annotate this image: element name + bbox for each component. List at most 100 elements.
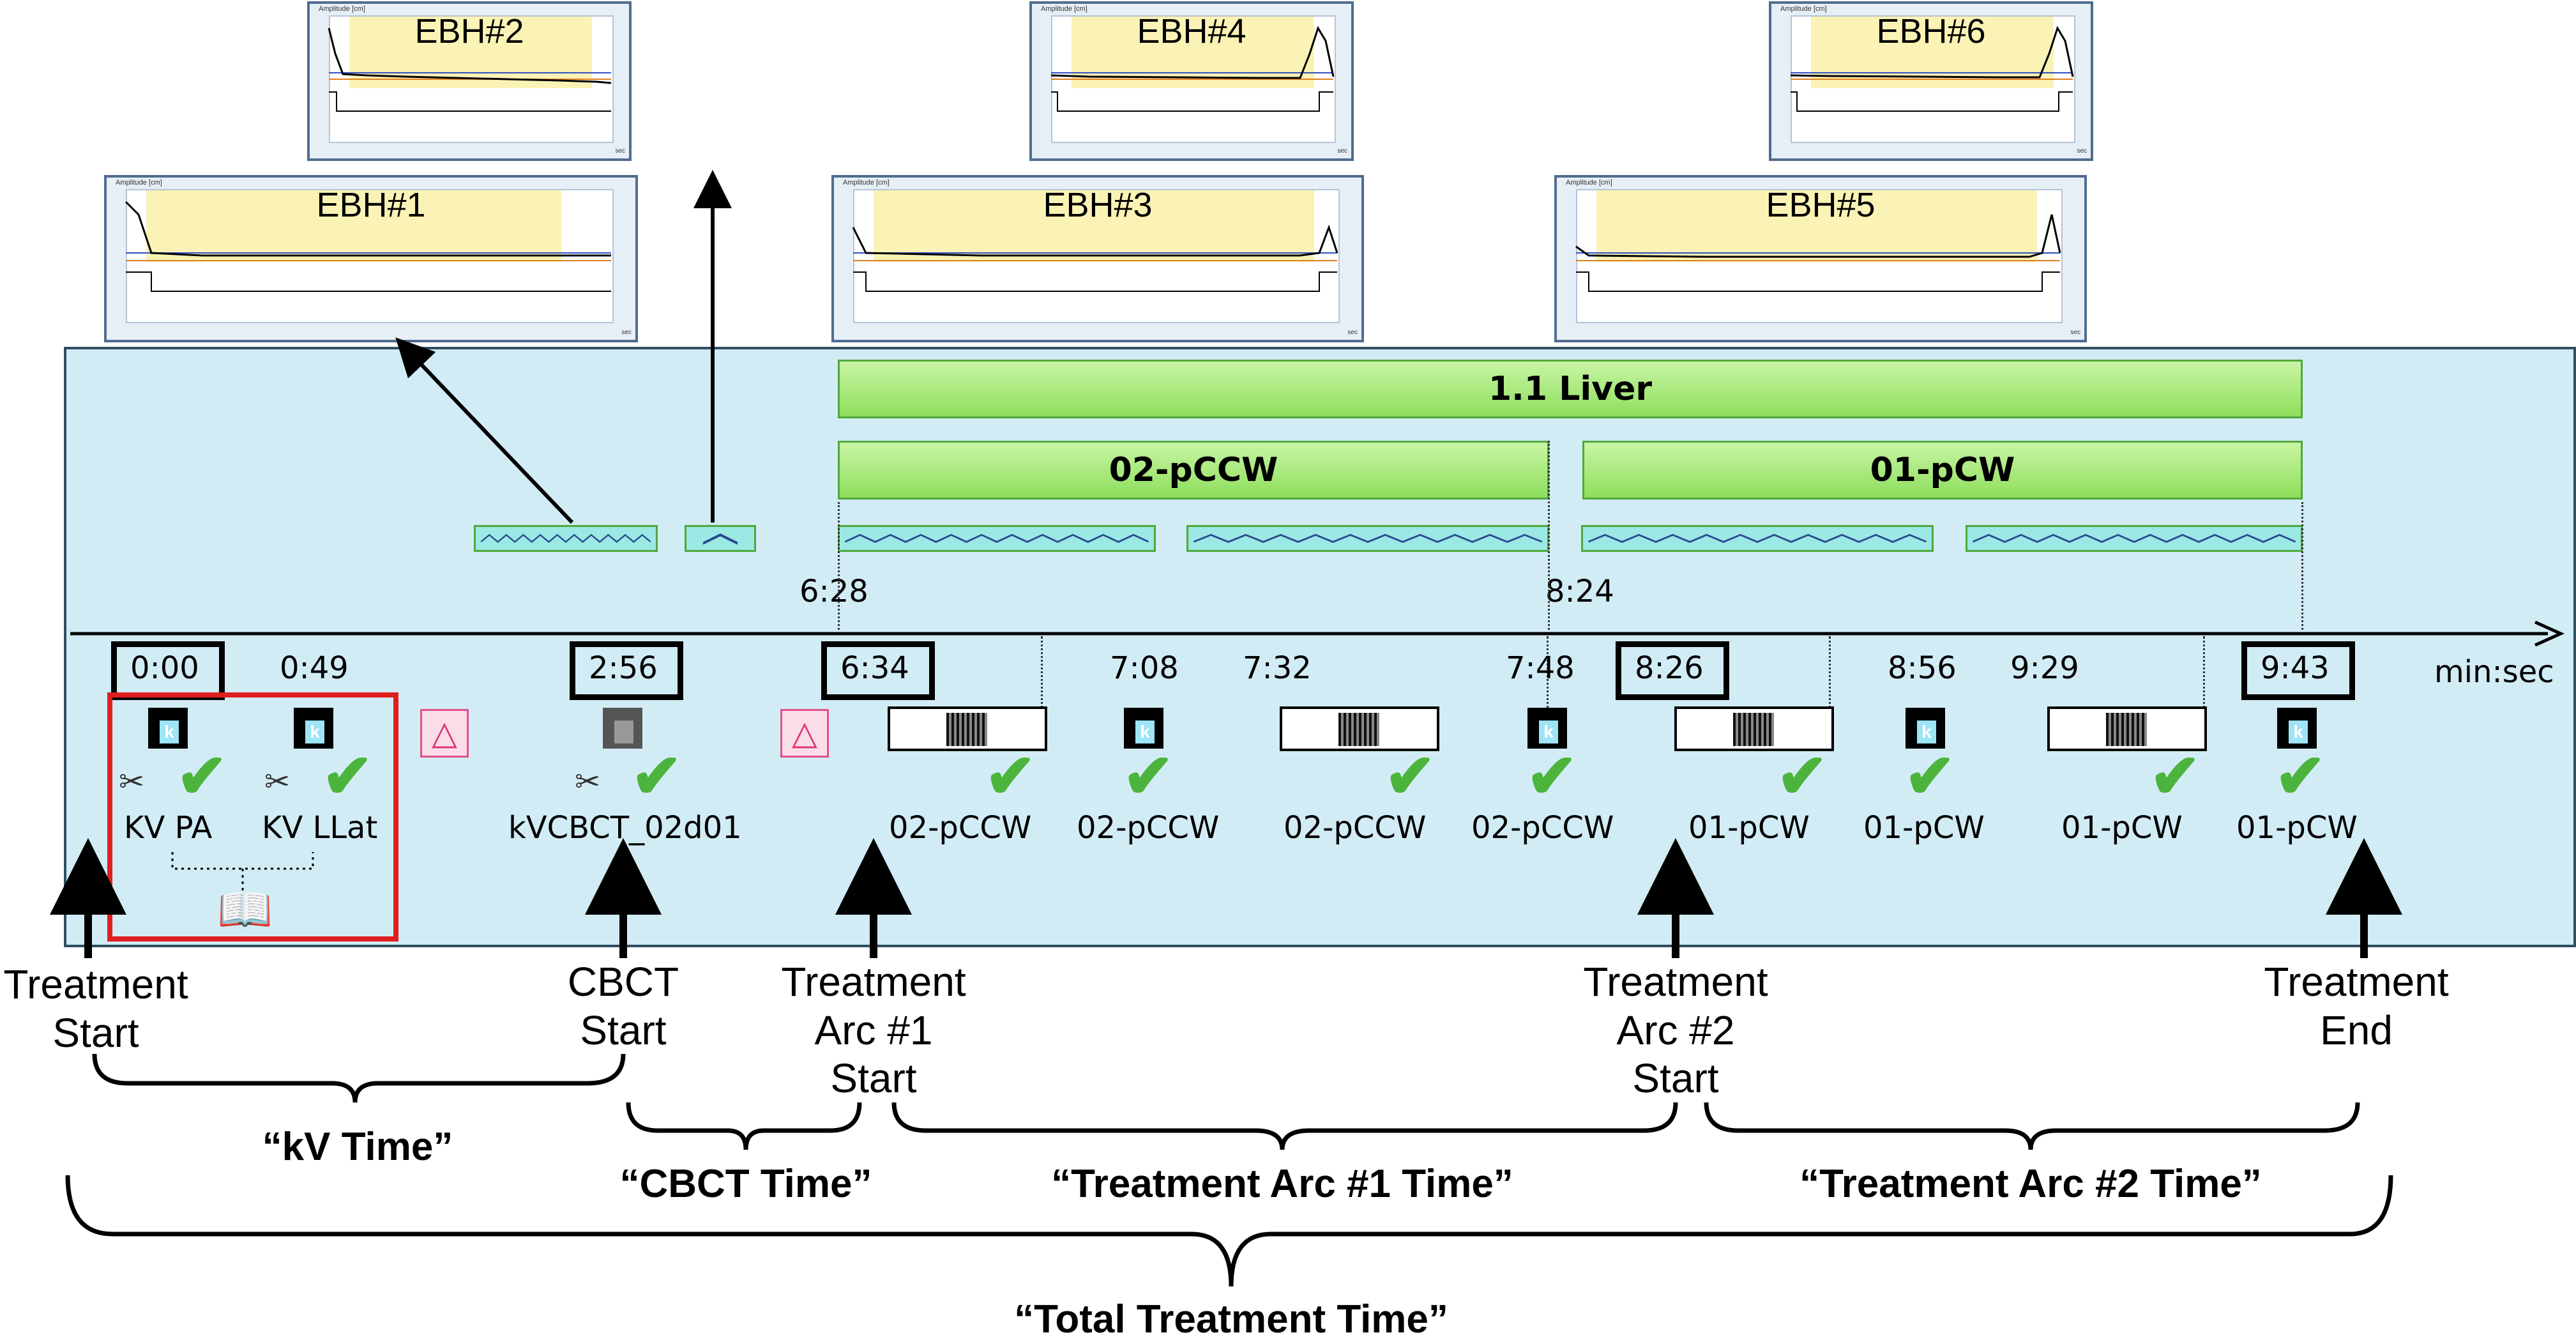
ebh-trace: [1790, 26, 2074, 112]
ebh-label: EBH#5: [1766, 186, 1875, 224]
field-name: 02-pCCW: [1077, 810, 1220, 846]
annotation-arc2-start: Treatment Arc #2 Start: [1583, 959, 1768, 1102]
ebh-label: EBH#3: [1043, 186, 1153, 224]
dotted-connector: [1829, 636, 1831, 713]
annotation-treatment-end: Treatment End: [2264, 959, 2449, 1053]
mlc-arc-icon: [888, 706, 1047, 751]
ebh-axis-title: Amplitude [cm]: [1780, 5, 1827, 13]
approved-check-icon: ✔: [1384, 742, 1436, 811]
arc-bar-02-pccw: 02-pCCW: [838, 441, 1549, 499]
ebh-label: EBH#2: [414, 12, 524, 50]
mlc-arc-icon: [2047, 706, 2207, 751]
couch-icon: ✂: [119, 765, 145, 799]
annotation-treatment-start: Treatment Start: [3, 961, 188, 1056]
breath-hold-segment: [1966, 525, 2303, 552]
ebh-unit: sec: [1337, 148, 1347, 155]
dotted-connector: [1548, 441, 1550, 630]
breath-hold-segment: [1581, 525, 1934, 552]
ebh-label: EBH#1: [316, 186, 426, 224]
time-label: 0:49: [280, 650, 349, 686]
approved-check-icon: ✔: [322, 742, 374, 811]
approved-check-icon: ✔: [1904, 742, 1956, 811]
match-book-icon: 📖: [217, 885, 273, 934]
arc-bar-01-pcw: 01-pCW: [1582, 441, 2303, 499]
approved-check-icon: ✔: [1123, 742, 1174, 811]
plan-bar-label: 1.1 Liver: [1489, 370, 1652, 408]
field-name: 02-pCCW: [889, 810, 1032, 846]
time-label: 8:56: [1888, 650, 1957, 686]
kv-imaging-highlight: [107, 692, 398, 942]
ebh-highlight-region: [1596, 190, 2037, 262]
ebh-panel-3: Amplitude [cm] EBH#3 sec: [831, 175, 1364, 342]
dotted-connector: [1547, 636, 1549, 713]
dotted-connector: [2203, 636, 2205, 713]
field-name: 02-pCCW: [1284, 810, 1427, 846]
couch-warning-icon: △: [420, 709, 469, 758]
dotted-connector: [1041, 636, 1043, 713]
kv-image-icon: k: [1124, 708, 1163, 749]
ebh-panel-1: Amplitude [cm] EBH#1 sec: [104, 175, 638, 342]
field-name: KV LLat: [262, 810, 378, 846]
ebh-panel-5: Amplitude [cm] EBH#5 sec: [1554, 175, 2087, 342]
ebh-trace: [328, 27, 612, 112]
kv-image-icon: k: [1527, 708, 1567, 749]
kv-image-icon: k: [2277, 708, 2317, 749]
ebh-trace: [1575, 214, 2061, 292]
time-label: 9:29: [2010, 650, 2079, 686]
field-name: 02-pCCW: [1471, 810, 1614, 846]
mlc-arc-icon: [1280, 706, 1439, 751]
ebh-label: EBH#4: [1137, 12, 1246, 50]
time-label: 9:43: [2261, 650, 2330, 686]
dotted-connector: [838, 502, 840, 630]
field-name: 01-pCW: [1863, 810, 1985, 846]
ebh-trace: [125, 201, 611, 292]
time-label: 6:34: [840, 650, 909, 686]
field-name: KV PA: [124, 810, 213, 846]
ebh-axis-title: Amplitude [cm]: [843, 179, 890, 187]
ebh-axis-title: Amplitude [cm]: [1566, 179, 1612, 187]
bracket-label-total: “Total Treatment Time”: [1014, 1297, 1448, 1341]
approved-check-icon: ✔: [176, 742, 228, 811]
ebh-unit: sec: [621, 329, 632, 336]
ebh-unit: sec: [1347, 329, 1358, 336]
kv-pair-link: [171, 852, 314, 890]
time-label: 7:48: [1506, 650, 1575, 686]
bracket-label-arc2: “Treatment Arc #2 Time”: [1799, 1162, 2262, 1206]
ebh-highlight-region: [874, 190, 1314, 262]
bracket-label-cbct: “CBCT Time”: [619, 1162, 872, 1206]
ebh-panel-4: Amplitude [cm] EBH#4 sec: [1029, 1, 1354, 161]
time-box: [1616, 641, 1729, 700]
field-name: 01-pCW: [2061, 810, 2183, 846]
arc-start-time-1: 6:28: [799, 574, 868, 609]
cbct-icon: [603, 708, 642, 749]
kv-image-icon: k: [1905, 708, 1945, 749]
ebh-unit: sec: [615, 148, 625, 155]
breath-hold-segment: [838, 525, 1156, 552]
time-label: 2:56: [589, 650, 658, 686]
breath-hold-segment: [474, 525, 658, 552]
ebh-panel-6: Amplitude [cm] EBH#6 sec: [1769, 1, 2093, 161]
dotted-connector: [2301, 502, 2303, 630]
annotation-cbct-start: CBCT Start: [567, 959, 679, 1053]
time-label: 0:00: [130, 650, 199, 686]
breath-hold-segment: [685, 525, 756, 552]
ebh-unit: sec: [2077, 148, 2087, 155]
couch-icon: ✂: [575, 765, 601, 799]
arc-bar-label: 01-pCW: [1870, 451, 2015, 489]
approved-check-icon: ✔: [2149, 742, 2201, 811]
ebh-trace: [1050, 26, 1335, 112]
plan-bar: 1.1 Liver: [838, 360, 2303, 418]
time-box: [570, 641, 683, 700]
ebh-highlight-region: [146, 190, 561, 262]
field-name: kVCBCT_02d01: [508, 810, 742, 846]
mlc-arc-icon: [1674, 706, 1834, 751]
annotation-arc1-start: Treatment Arc #1 Start: [781, 959, 966, 1102]
breath-hold-segment: [1186, 525, 1549, 552]
time-unit: min:sec: [2434, 654, 2554, 690]
time-axis: [70, 620, 2565, 647]
field-name: 01-pCW: [2236, 810, 2358, 846]
approved-check-icon: ✔: [2275, 742, 2326, 811]
bracket-label-arc1: “Treatment Arc #1 Time”: [1051, 1162, 1513, 1206]
time-box: [821, 641, 935, 700]
bracket-label-kv: “kV Time”: [262, 1125, 453, 1169]
